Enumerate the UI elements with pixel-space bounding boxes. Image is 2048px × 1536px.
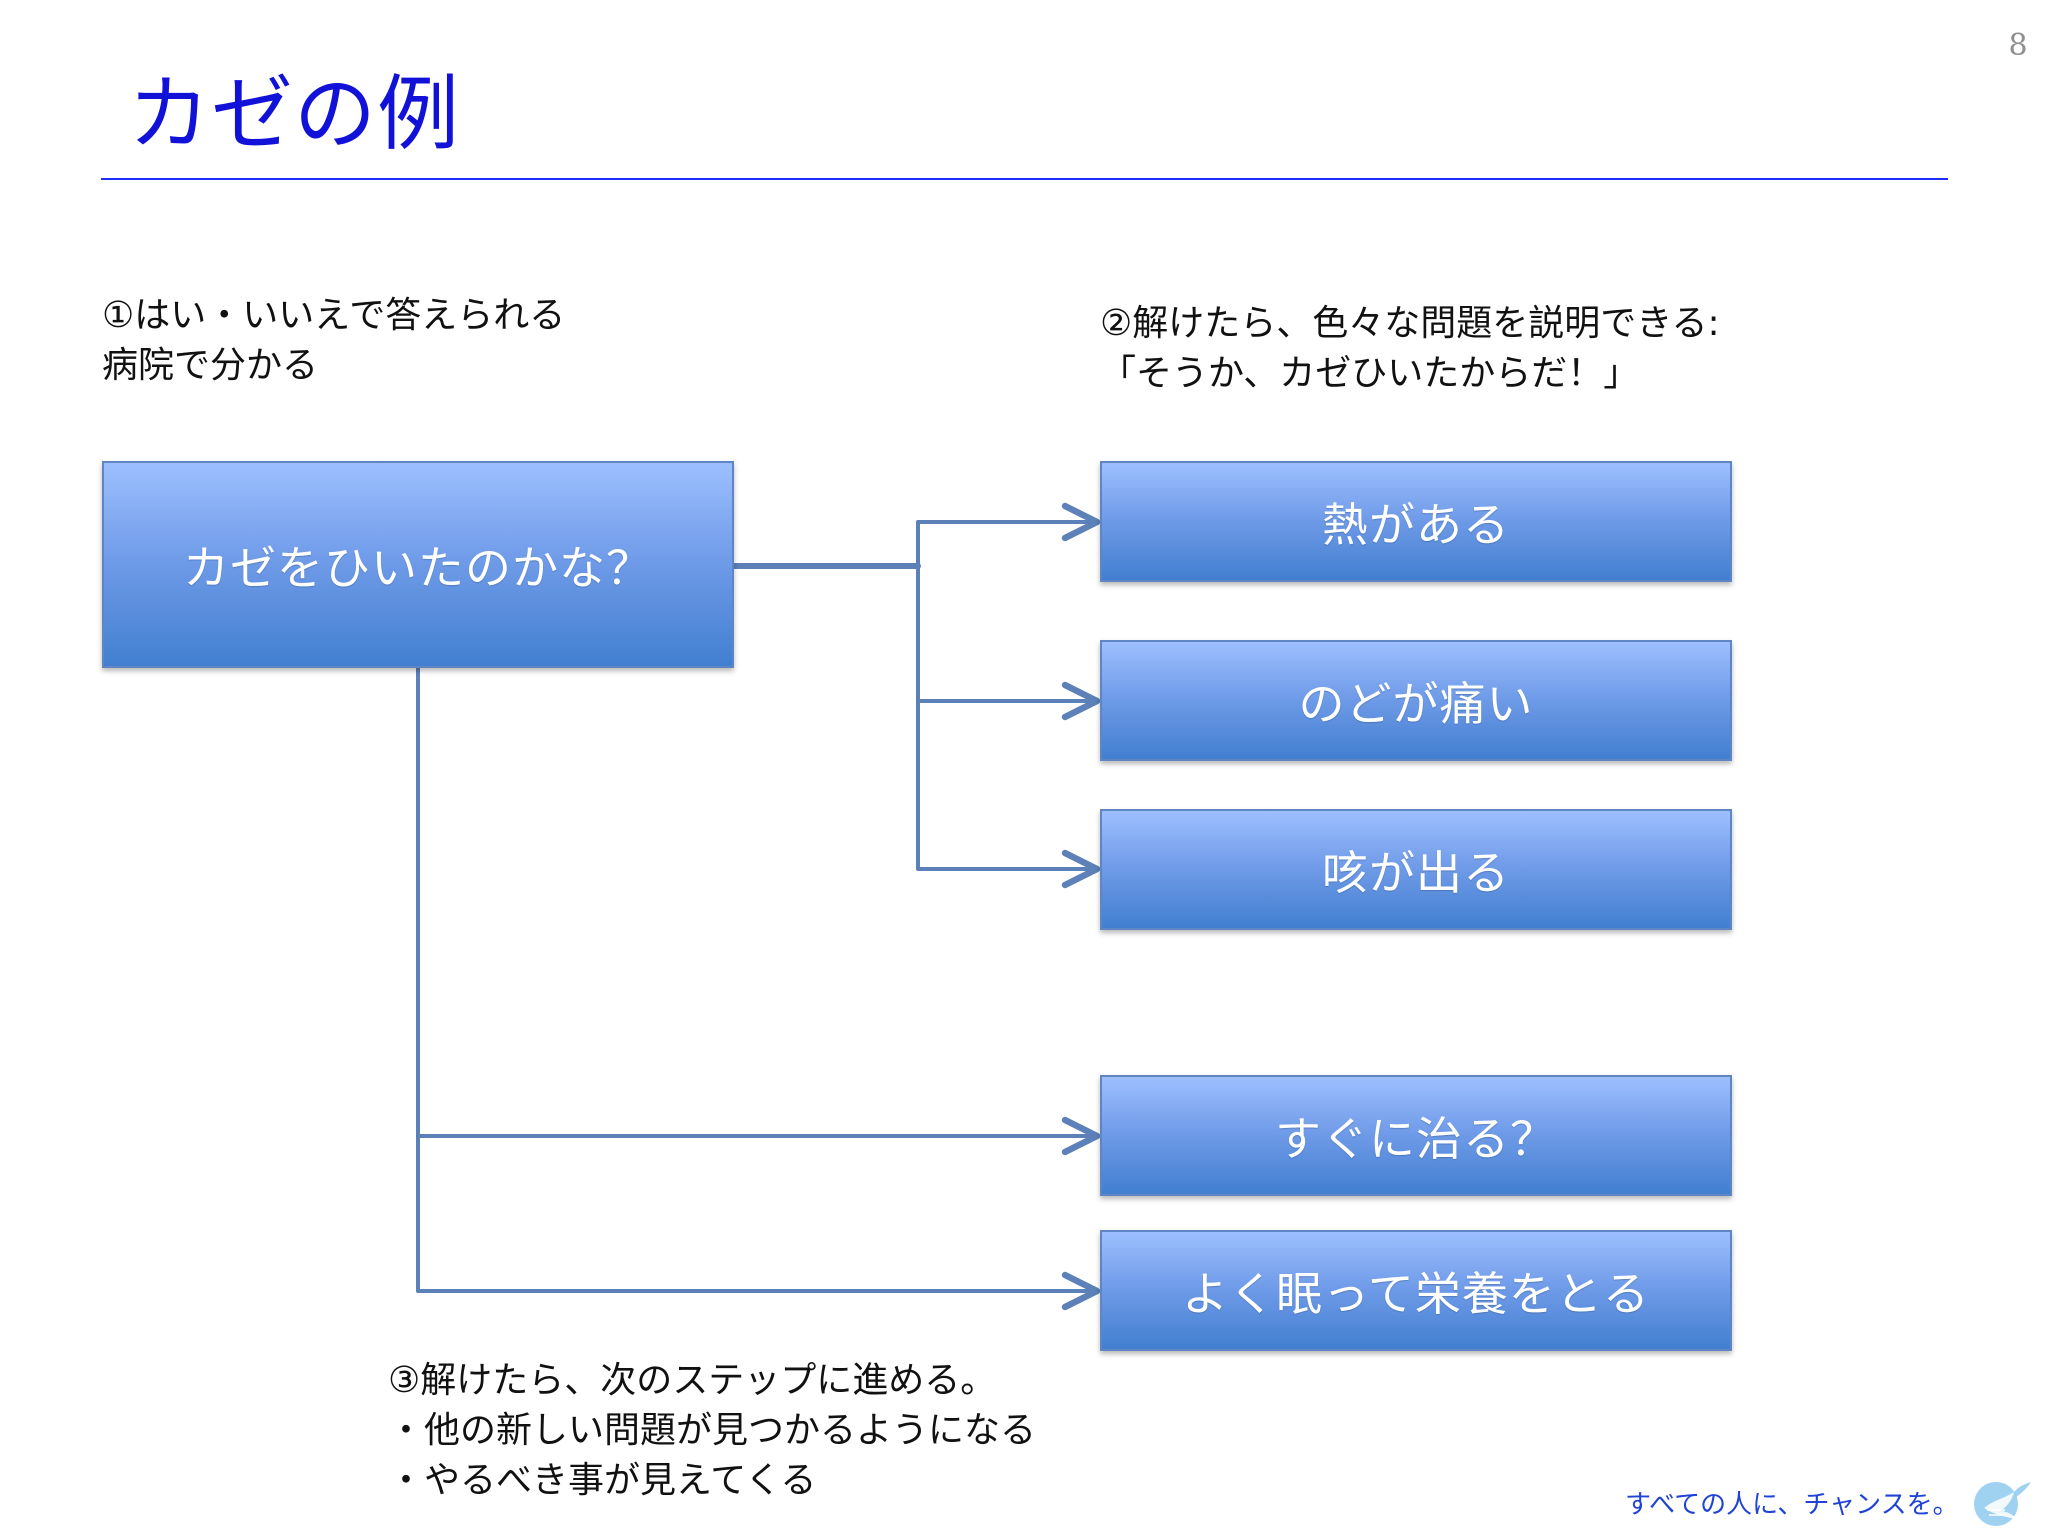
note-3-line-1: ③解けたら、次のステップに進める。: [388, 1360, 997, 1401]
note-next-step: ③解けたら、次のステップに進める。 ・他の新しい問題が見つかるようになる ・やる…: [388, 1356, 1036, 1506]
recover-question-box: すぐに治る？: [1100, 1075, 1732, 1196]
note-3-line-2: ・他の新しい問題が見つかるようになる: [388, 1410, 1037, 1451]
note-1-line-1: ①はい・いいえで答えられる: [102, 295, 566, 336]
note-2-line-1: ②解けたら、色々な問題を説明できる:: [1100, 303, 1720, 344]
rest-and-nutrition-box: よく眠って栄養をとる: [1100, 1230, 1732, 1351]
note-2-line-2: 「そうか、カゼひいたからだ！」: [1100, 353, 1640, 394]
page-number: 8: [2008, 28, 2028, 63]
note-3-line-3: ・やるべき事が見えてくる: [388, 1460, 817, 1501]
slide-title: カゼの例: [128, 67, 461, 162]
note-1-line-2: 病院で分かる: [102, 345, 319, 386]
note-explains-problems: ②解けたら、色々な問題を説明できる: 「そうか、カゼひいたからだ！」: [1100, 299, 1720, 399]
fever-box: 熱がある: [1100, 461, 1732, 582]
title-divider: [101, 178, 1948, 180]
dove-logo-icon: [1974, 1482, 2031, 1526]
note-yes-no-answerable: ①はい・いいえで答えられる 病院で分かる: [102, 291, 565, 391]
sore-throat-box: のどが痛い: [1100, 640, 1732, 761]
cough-box: 咳が出る: [1100, 809, 1732, 930]
footer-tagline: すべての人に、チャンスを。: [1625, 1490, 1959, 1520]
root-question-box: カゼをひいたのかな？: [102, 461, 734, 668]
